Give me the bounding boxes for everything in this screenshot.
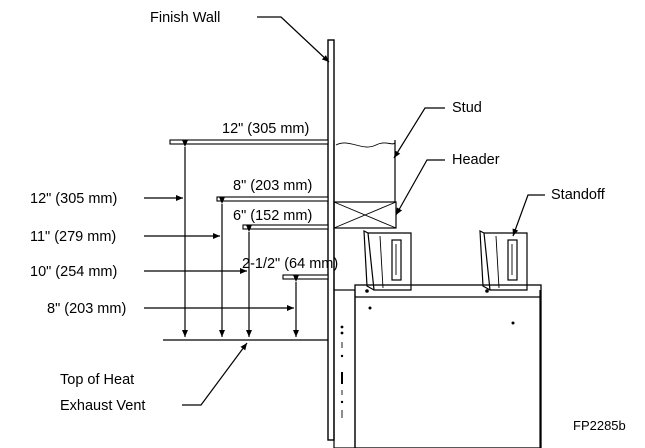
clearance-2-5-label: 2-1/2" (64 mm) (242, 256, 338, 272)
standoff-left (363, 230, 412, 291)
vent-label-line2: Exhaust Vent (60, 398, 145, 414)
height-8-label: 8" (203 mm) (47, 301, 126, 317)
shelf-12 (169, 139, 329, 145)
figure-id: FP2285b (573, 418, 626, 433)
shelf-8 (216, 196, 329, 202)
standoff-label: Standoff (551, 187, 606, 203)
stud-label: Stud (452, 100, 482, 116)
clearance-8-label: 8" (203 mm) (233, 178, 312, 194)
standoff-right (479, 230, 528, 291)
finish-wall-label: Finish Wall (150, 10, 220, 26)
header-label: Header (452, 152, 500, 168)
height-10-label: 10" (254 mm) (30, 264, 117, 280)
vent-panel (333, 289, 356, 448)
height-12-label: 12" (305 mm) (30, 191, 117, 207)
clearance-12-label: 12" (305 mm) (222, 121, 309, 137)
height-11-label: 11" (279 mm) (30, 229, 116, 245)
finish-wall (327, 39, 335, 441)
shelf-6 (242, 224, 329, 230)
vent-label-line1: Top of Heat (60, 372, 134, 388)
appliance-cabinet (354, 284, 542, 448)
shelf-2-5 (282, 274, 329, 280)
clearance-6-label: 6" (152 mm) (233, 208, 312, 224)
header (333, 201, 397, 229)
